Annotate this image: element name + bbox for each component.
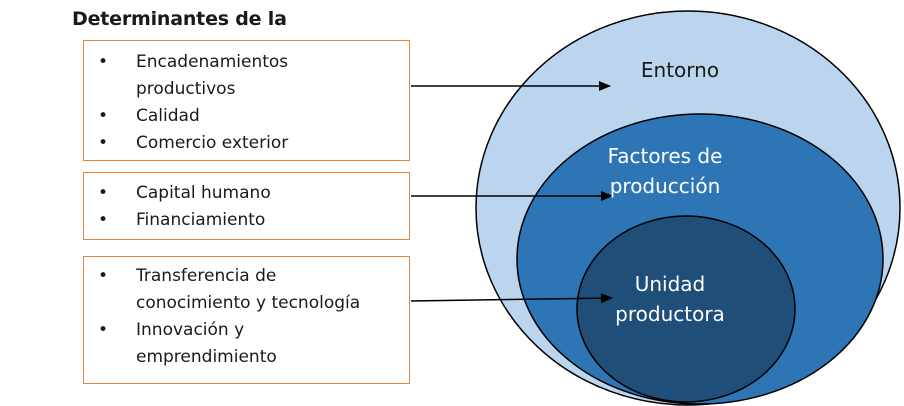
- determinants-group-factors: • Capital humano • Financiamiento: [83, 172, 410, 240]
- list-item-text: Transferencia de: [136, 266, 277, 286]
- bullet-icon: •: [98, 133, 109, 153]
- circle-unidad-productora: [576, 215, 796, 403]
- list-item: • Capital humano: [84, 180, 409, 207]
- list-item: • Financiamiento: [84, 207, 409, 234]
- list-item-text: Calidad: [136, 106, 200, 126]
- list-item-text: Capital humano: [136, 183, 271, 203]
- bullet-icon: •: [98, 52, 109, 72]
- label-factores-line2: producción: [609, 174, 721, 198]
- label-unidad-line1: Unidad: [634, 272, 706, 296]
- label-factores-line1: Factores de: [607, 144, 723, 168]
- label-unidad-line2: productora: [615, 302, 725, 326]
- determinants-group-unit: • Transferencia de conocimiento y tecnol…: [83, 256, 410, 384]
- list-item-text: Encadenamientos: [136, 52, 289, 72]
- list-item: • Transferencia de conocimiento y tecnol…: [84, 263, 409, 317]
- label-entorno-text: Entorno: [640, 58, 720, 82]
- list-item: • Innovación y emprendimiento: [84, 317, 409, 371]
- list-item-text: Financiamiento: [136, 210, 266, 230]
- list-item-text: emprendimiento: [136, 347, 277, 367]
- determinants-group-environment: • Encadenamientos productivos • Calidad …: [83, 40, 410, 161]
- bullet-icon: •: [98, 266, 109, 286]
- label-unidad-productora: Unidad productora: [585, 269, 755, 329]
- bullet-icon: •: [98, 210, 109, 230]
- list-item: • Calidad: [84, 103, 409, 130]
- list-item-text: Innovación y: [136, 320, 245, 340]
- list-item-text: conocimiento y tecnología: [136, 293, 361, 313]
- diagram-title: Determinantes de la: [72, 8, 287, 30]
- label-factores-produccion: Factores de producción: [560, 141, 770, 201]
- bullet-icon: •: [98, 183, 109, 203]
- list-item-text: Comercio exterior: [136, 133, 289, 153]
- list-item: • Comercio exterior: [84, 130, 409, 157]
- label-entorno: Entorno: [580, 55, 780, 85]
- list-item-text: productivos: [136, 79, 236, 99]
- list-item: • Encadenamientos productivos: [84, 49, 409, 103]
- bullet-icon: •: [98, 106, 109, 126]
- arrow-to-unidad: [410, 293, 613, 304]
- bullet-icon: •: [98, 320, 109, 340]
